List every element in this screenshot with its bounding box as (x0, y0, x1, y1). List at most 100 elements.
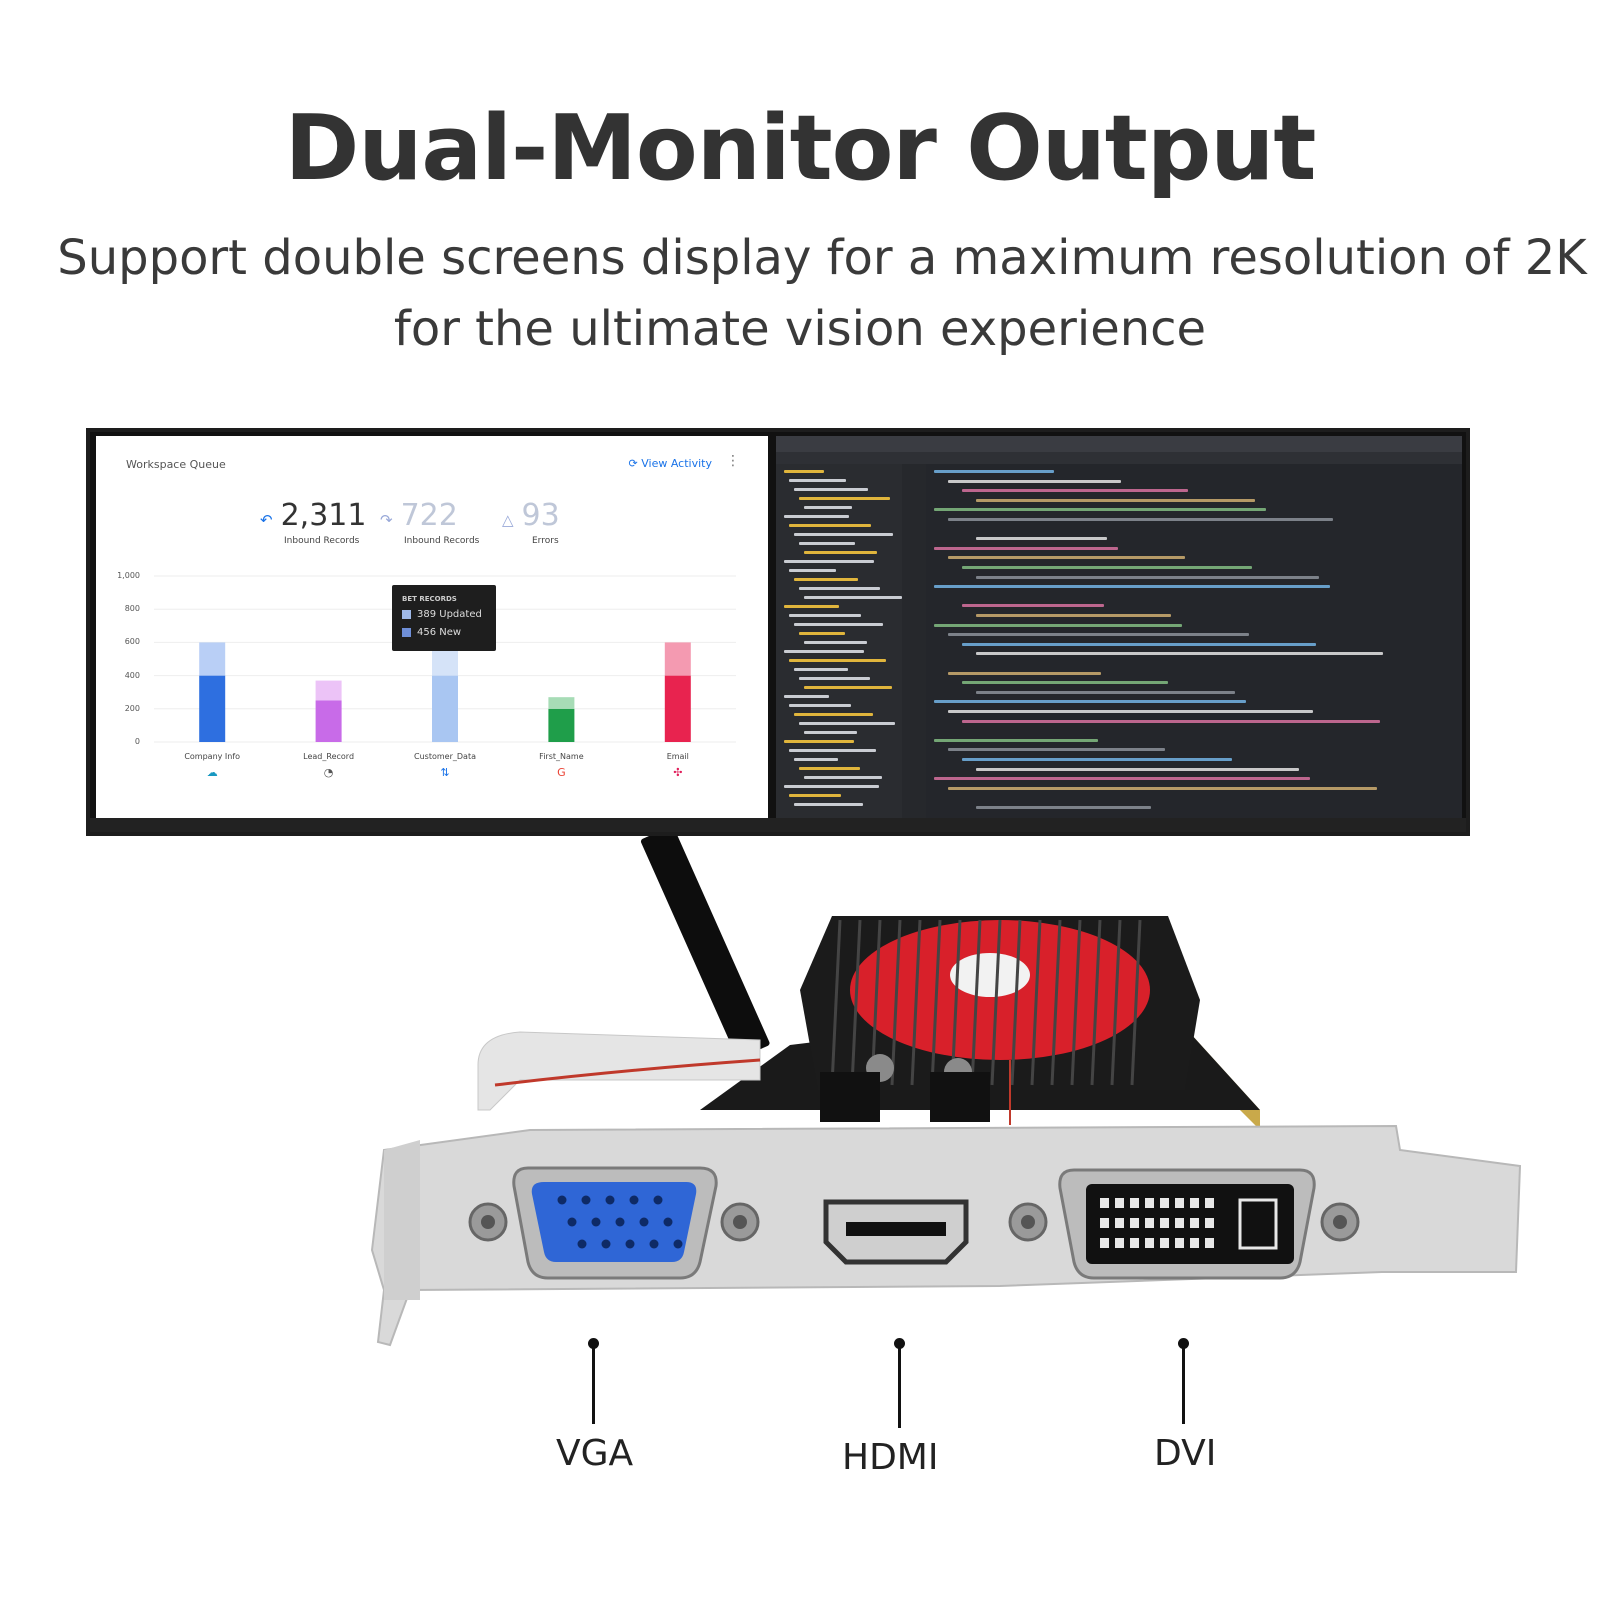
salesforce-cloud-icon: ☁ (206, 766, 218, 779)
file-tree-item[interactable] (799, 497, 890, 500)
project-navigator (776, 464, 902, 824)
file-tree-item[interactable] (794, 488, 868, 491)
bar-primary[interactable] (315, 700, 342, 743)
file-tree-item[interactable] (784, 785, 879, 788)
file-tree-item[interactable] (784, 740, 854, 743)
bar-stacked[interactable] (664, 642, 691, 676)
code-line (948, 479, 1121, 483)
vga-port (468, 1166, 760, 1280)
code-line (934, 508, 1266, 512)
file-tree-item[interactable] (799, 632, 845, 635)
file-tree-item[interactable] (789, 659, 886, 662)
file-tree-item[interactable] (789, 794, 841, 797)
refresh-icon: ⟳ (628, 457, 638, 470)
file-tree-item[interactable] (794, 713, 873, 716)
file-tree-item[interactable] (789, 524, 871, 527)
file-tree-item[interactable] (804, 551, 877, 554)
redo-arrow-icon: ↷ (380, 511, 393, 529)
file-tree-item[interactable] (794, 668, 848, 671)
file-tree-item[interactable] (784, 605, 839, 608)
file-tree-item[interactable] (794, 758, 838, 761)
file-tree-item[interactable] (784, 650, 864, 653)
hdmi-label: HDMI (842, 1437, 939, 1478)
code-line (962, 681, 1168, 685)
file-tree-item[interactable] (794, 803, 863, 806)
heatsink (800, 916, 1200, 1090)
code-line (934, 623, 1182, 627)
chart-tooltip: BET RECORDS 389 Updated 456 New (392, 585, 496, 651)
file-tree-item[interactable] (784, 470, 824, 473)
dvi-label: DVI (1154, 1433, 1217, 1474)
code-line (948, 671, 1101, 675)
kpi-inbound: ↶2,311 Inbound Records (260, 498, 367, 546)
code-line (948, 633, 1249, 637)
code-line (948, 710, 1313, 713)
file-tree-item[interactable] (799, 542, 855, 545)
code-line (948, 748, 1165, 752)
bar-stacked[interactable] (199, 642, 226, 676)
file-tree-item[interactable] (804, 686, 892, 689)
code-line (934, 700, 1246, 704)
file-tree-item[interactable] (789, 704, 851, 707)
file-tree-item[interactable] (794, 533, 893, 536)
view-activity-label: View Activity (641, 457, 712, 470)
code-line (976, 652, 1383, 656)
file-tree-item[interactable] (794, 578, 858, 581)
file-tree-item[interactable] (804, 506, 852, 509)
file-tree-item[interactable] (789, 569, 836, 572)
vga-label: VGA (556, 1433, 634, 1474)
tooltip-title: BET RECORDS (402, 595, 457, 603)
file-tree-item[interactable] (789, 749, 876, 752)
file-tree-item[interactable] (789, 479, 846, 482)
file-tree-item[interactable] (784, 560, 874, 563)
kpi-value: 2,311 (280, 498, 367, 533)
file-tree-item[interactable] (799, 677, 870, 680)
file-tree-item[interactable] (804, 596, 902, 599)
file-tree-item[interactable] (799, 587, 880, 590)
vga-pointer-dot (588, 1338, 599, 1349)
file-tree-item[interactable] (804, 641, 867, 644)
code-line (948, 518, 1333, 521)
file-tree-item[interactable] (794, 623, 883, 626)
more-options-icon[interactable]: ⋮ (726, 453, 740, 469)
kpi-value: 93 (521, 498, 560, 533)
file-tree-item[interactable] (799, 767, 860, 770)
bar-stacked[interactable] (548, 697, 575, 709)
y-tick-label: 0 (134, 737, 140, 746)
file-tree-item[interactable] (789, 614, 861, 617)
y-tick-label: 200 (124, 703, 140, 713)
y-tick-label: 600 (124, 637, 140, 647)
subheading-line-1: Support double screens display for a max… (57, 230, 1587, 286)
code-line (962, 604, 1104, 608)
code-line (976, 614, 1171, 617)
code-line (948, 786, 1377, 790)
view-activity-link[interactable]: ⟳ View Activity (629, 457, 712, 470)
file-tree-item[interactable] (784, 515, 849, 518)
bar-primary[interactable] (548, 708, 575, 742)
google-icon: G (557, 766, 566, 779)
dvi-port (1008, 1168, 1360, 1280)
line-gutter (902, 464, 926, 824)
editor-tab-bar (776, 452, 1462, 464)
editor-toolbar (776, 436, 1462, 452)
headline: Dual-Monitor Output (284, 96, 1317, 201)
code-line (934, 585, 1330, 589)
file-tree-item[interactable] (804, 731, 857, 734)
subheading-line-2: for the ultimate vision experience (393, 301, 1207, 357)
dvi-pointer-dot (1178, 1338, 1189, 1349)
kpi-value: 722 (400, 498, 458, 533)
y-tick-label: 400 (124, 670, 140, 680)
bar-stacked[interactable] (315, 680, 342, 701)
file-tree-item[interactable] (804, 776, 882, 779)
right-screen-code-editor (776, 436, 1462, 824)
file-tree-item[interactable] (799, 722, 895, 725)
bar-primary[interactable] (432, 675, 458, 742)
bar-primary[interactable] (199, 675, 226, 742)
code-line (976, 806, 1151, 809)
inbound-arrow-icon: ↶ (260, 511, 273, 529)
code-line (976, 767, 1299, 771)
bar-primary[interactable] (664, 675, 691, 742)
vga-pointer-line (592, 1344, 595, 1424)
file-tree-item[interactable] (784, 695, 829, 698)
